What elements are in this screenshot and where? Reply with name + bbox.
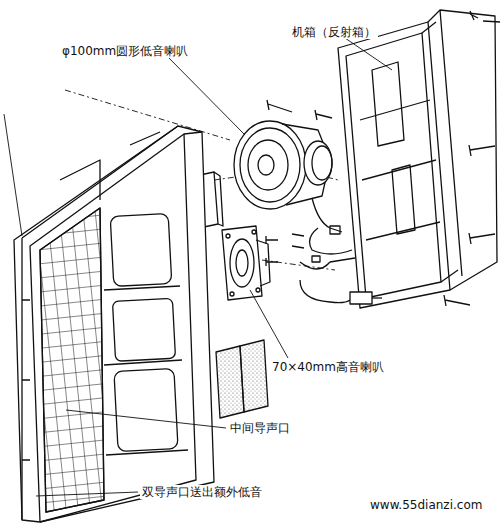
damping-pad-edge bbox=[214, 172, 223, 226]
wire-terminal bbox=[330, 226, 340, 234]
woofer-wire bbox=[312, 198, 342, 232]
watermark: www.55dianzi.com bbox=[368, 498, 484, 512]
part-label: 中间导声口 bbox=[228, 421, 292, 435]
woofer bbox=[234, 121, 332, 209]
foam-piece bbox=[216, 346, 244, 418]
tweeter bbox=[222, 226, 270, 300]
part-label: 双导声口送出额外低音 bbox=[140, 485, 264, 499]
part-label: φ100mm圆形低音喇叭 bbox=[60, 44, 190, 58]
front-grille bbox=[14, 126, 214, 522]
leader-lines bbox=[4, 38, 392, 496]
foam-piece bbox=[240, 340, 268, 412]
cabinet bbox=[338, 10, 497, 308]
tweeter-wire bbox=[300, 228, 382, 304]
part-label: 机箱（反射箱） bbox=[290, 25, 378, 39]
part-label: 70×40mm高音喇叭 bbox=[270, 360, 386, 374]
